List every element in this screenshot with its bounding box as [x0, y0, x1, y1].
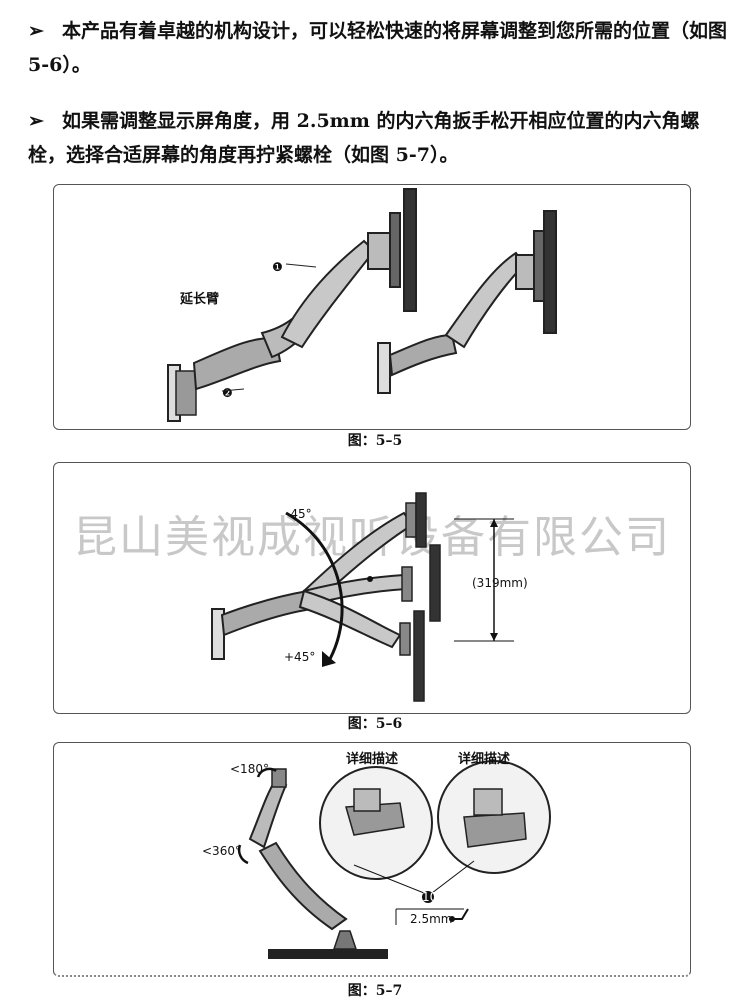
- figure-5-7: 10 <180° <360° 详细描述 详细描述 2.5mm: [53, 742, 691, 977]
- height-range-label: (319mm): [472, 576, 528, 590]
- wrench-size-label: 2.5mm: [410, 912, 452, 926]
- figure-5-7-illustration: 10 <180° <360° 详细描述 详细描述 2.5mm: [202, 751, 551, 959]
- monitor-arm-right: [377, 210, 557, 394]
- bullet-arrow-icon: ➢: [28, 110, 44, 132]
- paragraph-1-text: 本产品有着卓越的机构设计，可以轻松快速的将屏幕调整到您所需的位置（如图 5-6）…: [28, 20, 728, 76]
- monitor-arm-left: [167, 188, 417, 422]
- extension-arm-label: 延长臂: [179, 291, 219, 307]
- figure-5-6-illustration: -45° +45° (319mm): [211, 492, 528, 702]
- figure-5-5-caption: 图：5–5: [347, 433, 403, 449]
- figure-5-5: 延长臂 ❶ ❷: [53, 184, 691, 430]
- instruction-paragraph-1: ➢本产品有着卓越的机构设计，可以轻松快速的将屏幕调整到您所需的位置（如图 5-6…: [28, 14, 728, 82]
- callout-2-icon: ❷: [222, 386, 233, 400]
- paragraph-2-text: 如果需调整显示屏角度，用 2.5mm 的内六角扳手松开相应位置的内六角螺栓，选择…: [28, 110, 700, 166]
- bullet-arrow-icon: ➢: [28, 20, 44, 42]
- rotation-180-label: <180°: [230, 762, 269, 776]
- detail-label-right: 详细描述: [458, 751, 510, 767]
- detail-label-left: 详细描述: [346, 751, 398, 767]
- figure-5-6-caption: 图：5–6: [347, 716, 403, 732]
- figure-5-6: 昆山美视成视听设备有限公司 -45° +45° (319mm): [53, 462, 691, 714]
- figure-5-5-illustration: 延长臂 ❶ ❷: [167, 188, 557, 422]
- callout-10-icon: 10: [422, 890, 437, 904]
- angle-minus-45-label: -45°: [286, 507, 312, 521]
- figure-5-7-caption: 图：5–7: [347, 983, 403, 999]
- rotation-360-label: <360°: [202, 844, 241, 858]
- angle-plus-45-label: +45°: [284, 650, 315, 664]
- instruction-paragraph-2: ➢如果需调整显示屏角度，用 2.5mm 的内六角扳手松开相应位置的内六角螺栓，选…: [28, 104, 728, 172]
- callout-1-icon: ❶: [272, 260, 283, 274]
